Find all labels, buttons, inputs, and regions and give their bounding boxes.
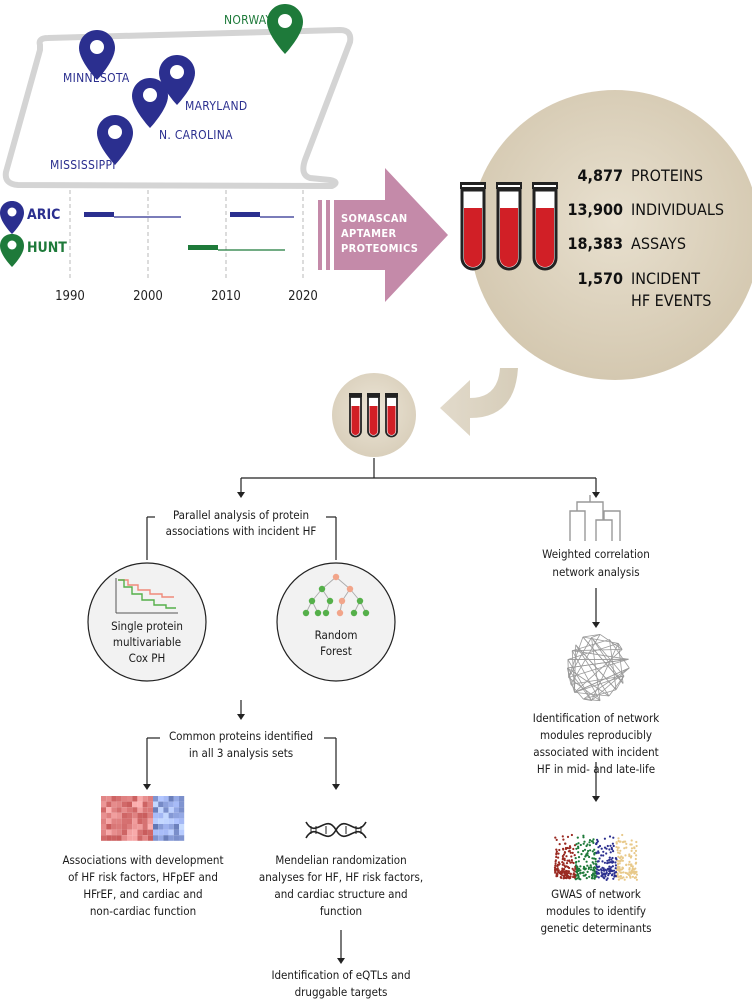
km-curve-icon bbox=[115, 578, 178, 614]
timeline: 1990 2000 2010 2020 bbox=[55, 190, 318, 304]
year-tick-2020: 2020 bbox=[288, 289, 318, 304]
aric-visit-bar-2 bbox=[230, 212, 260, 217]
mr-line4: function bbox=[320, 904, 362, 918]
cox-label-line1: Single protein bbox=[111, 619, 183, 633]
stat-label-proteins: PROTEINS bbox=[631, 166, 703, 185]
network-graph-icon bbox=[567, 634, 630, 702]
stat-number-hf-events: 1,570 bbox=[577, 269, 623, 288]
assoc-line1: Associations with development bbox=[62, 853, 223, 867]
mr-line3: and cardiac structure and bbox=[274, 887, 407, 901]
random-forest-node: Random Forest bbox=[276, 562, 396, 682]
gwas-line1: GWAS of network bbox=[551, 887, 641, 901]
eqtl-line1: Identification of eQTLs and bbox=[271, 968, 410, 982]
dendrogram-icon bbox=[569, 495, 621, 541]
aric-pin-icon bbox=[0, 201, 24, 234]
parallel-analysis-line2: associations with incident HF bbox=[166, 524, 317, 538]
flow-connectors bbox=[146, 458, 597, 958]
state-label-minnesota: MINNESOTA bbox=[63, 71, 130, 85]
stat-number-assays: 18,383 bbox=[567, 234, 623, 253]
heatmap-icon bbox=[101, 796, 185, 841]
assoc-line2: of HF risk factors, HFpEF and bbox=[68, 870, 218, 884]
aric-visit-bar-1 bbox=[84, 212, 114, 217]
stat-number-individuals: 13,900 bbox=[567, 200, 623, 219]
arrow-text-line2: APTAMER bbox=[341, 227, 397, 240]
gwas-line3: genetic determinants bbox=[540, 921, 651, 935]
parallel-analysis-line1: Parallel analysis of protein bbox=[173, 508, 309, 522]
year-tick-2010: 2010 bbox=[211, 289, 241, 304]
modules-line4: HF in mid- and late-life bbox=[537, 762, 655, 776]
pin-mississippi-icon bbox=[97, 115, 133, 165]
common-proteins-line1: Common proteins identified bbox=[169, 729, 313, 743]
assoc-line4: non-cardiac function bbox=[90, 904, 196, 918]
blood-tubes-icon bbox=[460, 182, 558, 271]
stat-label-assays: ASSAYS bbox=[631, 234, 686, 253]
stats-circle bbox=[470, 90, 752, 380]
hunt-pin-icon bbox=[0, 234, 24, 267]
state-label-maryland: MARYLAND bbox=[185, 99, 247, 113]
rf-label-line1: Random bbox=[315, 628, 358, 642]
pin-maryland-icon bbox=[159, 55, 195, 105]
stat-number-proteins: 4,877 bbox=[577, 166, 623, 185]
state-label-mississippi: MISSISSIPPI bbox=[50, 158, 116, 172]
wgcna-line2: network analysis bbox=[552, 565, 639, 579]
year-tick-2000: 2000 bbox=[133, 289, 163, 304]
mr-line2: analyses for HF, HF risk factors, bbox=[259, 870, 423, 884]
mr-line1: Mendelian randomization bbox=[275, 853, 406, 867]
gwas-line2: modules to identify bbox=[546, 904, 646, 918]
modules-line2: modules reproducibly bbox=[540, 728, 652, 742]
cohort-label-hunt: HUNT bbox=[27, 240, 67, 256]
rf-label-line2: Forest bbox=[320, 644, 352, 658]
curved-return-arrow bbox=[440, 368, 518, 436]
small-tubes-icon bbox=[349, 393, 398, 438]
common-proteins-line2: in all 3 analysis sets bbox=[189, 746, 293, 760]
year-tick-1990: 1990 bbox=[55, 289, 85, 304]
assoc-line3: HFrEF, and cardiac and bbox=[83, 887, 202, 901]
wgcna-line1: Weighted correlation bbox=[542, 547, 650, 561]
modules-line3: associated with incident bbox=[533, 745, 658, 759]
cox-label-line3: Cox PH bbox=[129, 651, 166, 665]
stat-label-incident: INCIDENT bbox=[631, 269, 700, 288]
modules-line1: Identification of network bbox=[533, 711, 659, 725]
cox-ph-node: Single protein multivariable Cox PH bbox=[87, 562, 207, 682]
state-label-north-carolina: N. CAROLINA bbox=[159, 128, 233, 142]
cohort-label-aric: ARIC bbox=[27, 207, 60, 223]
eqtl-line2: druggable targets bbox=[295, 985, 388, 999]
stat-label-individuals: INDIVIDUALS bbox=[631, 200, 724, 219]
hunt-visit-bar bbox=[188, 245, 218, 250]
flow-arrowheads bbox=[143, 492, 600, 964]
decision-tree-icon bbox=[302, 573, 370, 617]
pin-minnesota-icon bbox=[79, 30, 115, 80]
pin-norway-icon bbox=[267, 4, 303, 54]
arrow-text-line3: PROTEOMICS bbox=[341, 242, 418, 255]
arrow-text-line1: SOMASCAN bbox=[341, 212, 408, 225]
stat-label-hf-events: HF EVENTS bbox=[631, 291, 711, 310]
pin-north-carolina-icon bbox=[132, 78, 168, 128]
dna-helix-icon bbox=[305, 821, 367, 839]
country-label-norway: NORWAY bbox=[224, 13, 273, 27]
cox-label-line2: multivariable bbox=[113, 635, 181, 649]
somascan-arrow: SOMASCAN APTAMER PROTEOMICS bbox=[318, 168, 448, 302]
manhattan-plot-icon bbox=[553, 833, 639, 882]
